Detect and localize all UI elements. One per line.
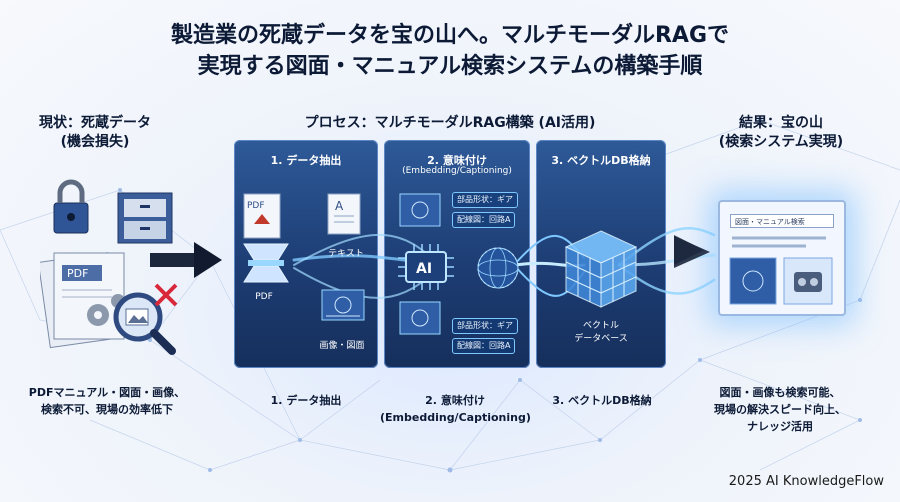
step1-pdf-label: PDF — [255, 292, 273, 302]
step2-illustration: AI — [398, 193, 519, 335]
step2-tag-2: 配線図：回路A — [452, 212, 516, 228]
magnifier-icon — [113, 292, 176, 355]
center-heading: プロセス：マルチモーダルRAG構築 (AI活用) — [304, 115, 596, 131]
step1-title: 1. データ抽出 — [270, 154, 342, 167]
left-heading-2: (機会損失) — [60, 134, 130, 150]
step2-tag-3: 部品形状：ギア — [452, 318, 518, 334]
ai-chip-label: AI — [416, 261, 432, 277]
cross-icon — [154, 283, 178, 307]
search-results — [729, 236, 833, 305]
step1-image-label: 画像・図面 — [319, 341, 365, 351]
search-screen-icon: 図面・マニュアル検索 — [718, 200, 846, 316]
right-bottom-1: 図面・画像も検索可能、 — [719, 386, 841, 399]
step2-subtitle: (Embedding/Captioning) — [402, 166, 512, 176]
vector-cube-icon — [564, 230, 638, 308]
left-bottom-2: 検索不可、現場の効率低下 — [41, 403, 173, 416]
blueprint-icon — [321, 289, 365, 321]
pdf-icon: PDF — [243, 193, 281, 239]
step2-tag-1: 部品形状：ギア — [452, 192, 518, 208]
left-bottom-1: PDFマニュアル・図面・画像、 — [28, 386, 186, 399]
arrow-into-process — [150, 242, 222, 278]
title-line-2: 実現する図面・マニュアル検索システムの構築手順 — [197, 54, 703, 79]
blueprint-icon — [729, 257, 777, 305]
step1-pdf-icon-text: PDF — [247, 201, 265, 211]
left-pdf-label: PDF — [67, 267, 88, 280]
step2-tag-4: 配線図：回路A — [452, 338, 516, 354]
scanner-icon — [243, 243, 289, 283]
main-title: 製造業の死蔵データを宝の山へ。マルチモーダルRAGで 実現する図面・マニュアル検… — [0, 20, 900, 82]
step3-db-label-2: データベース — [574, 334, 628, 344]
center-bottom-step2-b: (Embedding/Captioning) — [380, 411, 531, 424]
footer-credit: 2025 AI KnowledgeFlow — [728, 474, 884, 489]
step1-text-label: テキスト — [328, 249, 364, 259]
step3-db-label-1: ベクトル — [582, 321, 619, 331]
left-heading: 現状：死蔵データ (機会損失) — [30, 114, 160, 152]
svg-text:A: A — [335, 199, 344, 213]
arrow-to-result — [674, 236, 710, 268]
ai-chip-icon: AI — [398, 244, 454, 290]
right-heading: 結果：宝の山 (検索システム実現) — [706, 114, 856, 152]
step3-title: 3. ベクトルDB格納 — [551, 154, 651, 167]
step1-illustration: PDF A — [243, 193, 365, 321]
file-cabinet-icon — [117, 192, 173, 244]
right-bottom-text: 図面・画像も検索可能、 現場の解決スピード向上、 ナレッジ活用 — [700, 384, 860, 435]
center-bottom-step3: 3. ベクトルDB格納 — [552, 394, 652, 407]
right-bottom-3: ナレッジ活用 — [747, 420, 813, 433]
step2-title: 2. 意味付け — [427, 154, 487, 167]
center-bottom-step1: 1. データ抽出 — [270, 394, 342, 407]
lock-icon — [53, 179, 89, 234]
engine-icon — [783, 257, 833, 305]
step3-db-label: ベクトル データベース — [546, 318, 656, 344]
left-heading-1: 現状：死蔵データ — [39, 115, 151, 131]
right-heading-1: 結果：宝の山 — [739, 115, 823, 131]
blueprint-icon — [399, 193, 441, 335]
center-bottom-step2-a: 2. 意味付け — [425, 394, 485, 407]
dead-data-illustration: PDF — [40, 179, 178, 355]
gear-icon — [87, 294, 125, 326]
title-line-1: 製造業の死蔵データを宝の山へ。マルチモーダルRAGで — [170, 23, 730, 48]
center-bottom-step2: 2. 意味付け (Embedding/Captioning) — [380, 392, 531, 426]
search-bar: 図面・マニュアル検索 — [730, 214, 834, 228]
left-bottom-text: PDFマニュアル・図面・画像、 検索不可、現場の効率低下 — [22, 384, 192, 418]
right-bottom-2: 現場の解決スピード向上、 — [714, 403, 846, 416]
text-document-icon: A — [327, 193, 361, 235]
right-heading-2: (検索システム実現) — [718, 134, 844, 150]
neural-sphere-icon — [477, 247, 519, 289]
